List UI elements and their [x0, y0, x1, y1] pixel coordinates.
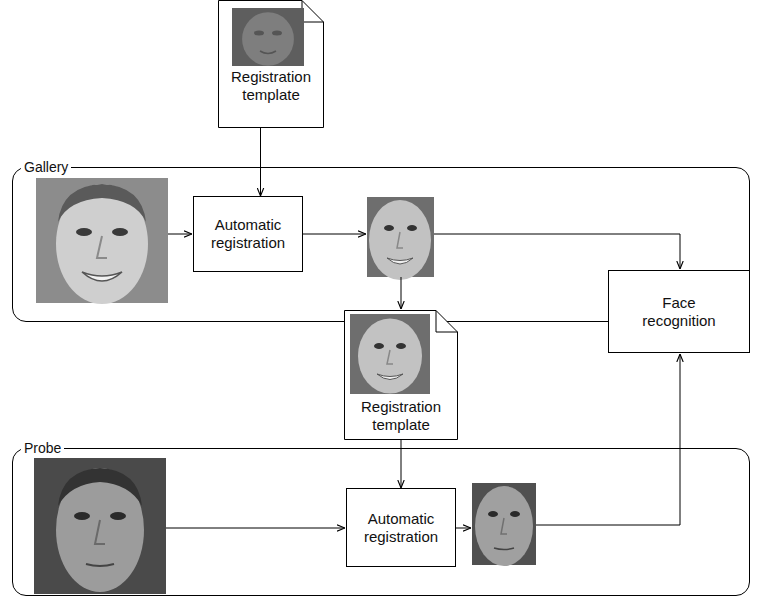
node-label: Registration template — [348, 398, 454, 434]
process-box: Face recognition — [608, 270, 750, 353]
group-band: ProbeAutomatic registration — [12, 448, 750, 596]
registered-probe-face — [472, 483, 536, 566]
template-thumbnail — [350, 314, 430, 394]
connector-arrow — [260, 128, 261, 196]
registered-gallery-face — [367, 197, 434, 280]
probe-photo — [34, 458, 166, 594]
flow-arrow — [434, 234, 680, 269]
group-label: Probe — [21, 440, 64, 457]
group-label: Gallery — [21, 159, 71, 176]
flow-lines — [166, 234, 680, 528]
flow-arrow — [536, 354, 680, 525]
node-label: Automatic registration — [351, 510, 451, 546]
flow-arrow — [168, 234, 192, 235]
process-box: Automatic registration — [193, 196, 303, 272]
flow-arrow — [401, 277, 402, 309]
node-label: Registration template — [222, 68, 320, 104]
flow-arrow — [166, 528, 345, 529]
flow-arrow — [454, 528, 471, 529]
process-box: Automatic registration — [346, 488, 456, 567]
document-outline — [218, 0, 324, 128]
node-label: Automatic registration — [198, 216, 298, 252]
node-label: Face recognition — [631, 294, 727, 330]
template-document: Registration template — [218, 0, 324, 128]
flow-arrow — [302, 234, 366, 235]
template-document: Registration template — [344, 310, 458, 440]
gallery-photo — [36, 178, 168, 304]
template-thumbnail — [232, 8, 304, 66]
